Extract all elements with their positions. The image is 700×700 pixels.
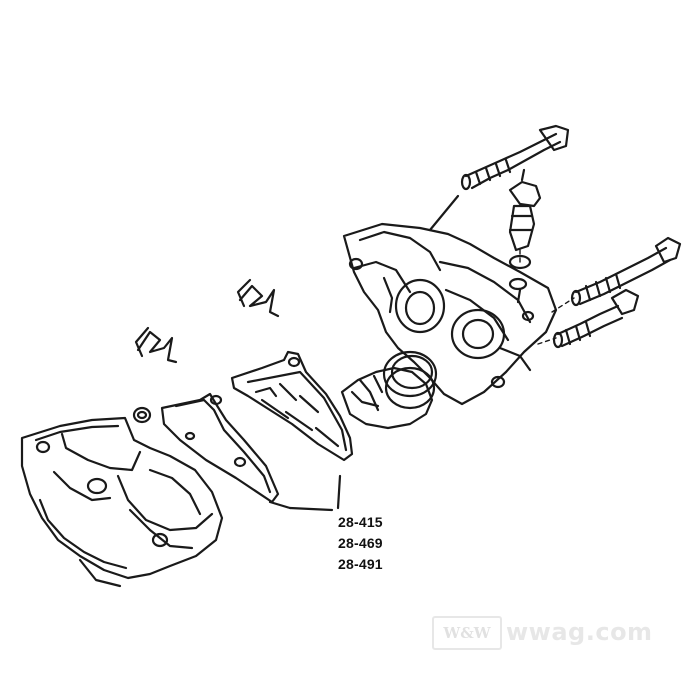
inner-caliper-half	[344, 224, 556, 404]
watermark-site: wwag.com	[506, 618, 653, 646]
retainer-spring-right	[238, 280, 278, 316]
part-number-leader	[270, 476, 340, 510]
mounting-bolt-top	[430, 126, 568, 230]
retainer-spring-left	[136, 328, 176, 362]
part-number-1: 28-415	[338, 514, 383, 530]
mounting-bolt-middle	[572, 238, 680, 305]
part-number-3: 28-491	[338, 556, 383, 572]
watermark-logo: W&W	[432, 616, 502, 650]
watermark: W&W wwag.com	[432, 610, 662, 654]
piston-seal	[384, 352, 436, 396]
brake-pad-outer	[232, 352, 352, 460]
alignment-lines	[520, 250, 574, 344]
brake-pad-inner	[162, 394, 278, 502]
bleeder-valve	[510, 170, 540, 302]
outer-caliper-half	[22, 418, 222, 586]
caliper-piston	[342, 368, 434, 428]
guide-bushing	[134, 408, 150, 422]
mounting-bolt-bottom	[554, 290, 638, 347]
part-number-2: 28-469	[338, 535, 383, 551]
